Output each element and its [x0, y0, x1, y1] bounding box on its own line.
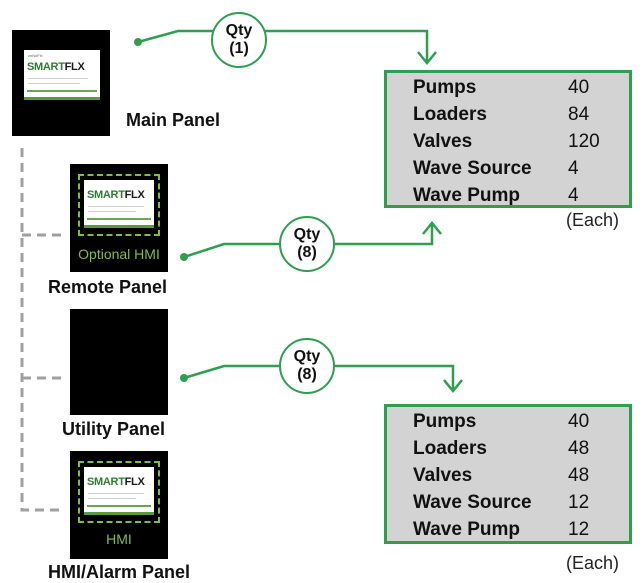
spec-row: Loaders 84	[413, 104, 589, 126]
spec-row: Loaders 48	[413, 438, 589, 460]
spec-name: Wave Source	[413, 158, 532, 179]
qty-value: (8)	[297, 366, 317, 383]
utility-panel	[70, 309, 168, 415]
spec-name: Wave Pump	[413, 185, 520, 206]
hmi-alarm-panel: SMARTFLX HMI	[70, 451, 168, 559]
remote-panel-label: Remote Panel	[48, 277, 168, 297]
each-note: (Each)	[566, 210, 620, 230]
spec-box-utility-hmi: Pumps 40 Loaders 48 Valves 48 Wave Source 12…	[384, 404, 632, 544]
spec-row: Pumps 40	[413, 411, 589, 433]
main-panel-screen: cnNdFlx SMARTFLX	[24, 50, 100, 100]
qty-value: (8)	[297, 244, 317, 261]
remote-panel: SMARTFLX Optional HMI	[70, 164, 168, 272]
qty-word: Qty	[225, 22, 253, 39]
smartflx-logo: SMARTFLX	[27, 61, 85, 73]
spec-row: Valves 120	[413, 131, 600, 153]
arrow-down-icon	[417, 51, 437, 65]
hmi-alarm-panel-label: HMI/Alarm Panel	[48, 562, 191, 582]
arrow-down-icon	[443, 379, 463, 393]
dashed-trunk	[20, 148, 64, 512]
spec-value: 48	[568, 465, 590, 486]
spec-name: Pumps	[413, 411, 477, 432]
main-panel: cnNdFlx SMARTFLX	[12, 30, 110, 136]
spec-row: Pumps 40	[413, 77, 589, 99]
screen-brand-mini: cnNdFlx	[28, 53, 43, 58]
spec-value: 40	[568, 411, 590, 432]
optional-hmi-caption: Optional HMI	[78, 246, 160, 262]
qty-word: Qty	[293, 226, 321, 243]
spec-name: Valves	[413, 465, 473, 486]
spec-name: Loaders	[413, 438, 487, 459]
hmi-dashed-frame	[78, 174, 160, 236]
connector-main	[137, 29, 429, 62]
hmi-caption: HMI	[106, 531, 132, 547]
spec-value: 4	[568, 185, 579, 206]
spec-row: Wave Pump 4	[413, 185, 579, 207]
smartflx-logo: SMARTFLX	[87, 189, 145, 201]
spec-value: 120	[568, 131, 600, 152]
connector-utility	[183, 364, 455, 390]
spec-row: Wave Source 4	[413, 158, 579, 180]
qty-circle-remote: Qty (8)	[279, 216, 335, 272]
smartflx-logo: SMARTFLX	[87, 476, 145, 488]
connector-dot-remote	[180, 253, 188, 261]
each-note: (Each)	[566, 553, 620, 573]
spec-value: 48	[568, 438, 590, 459]
spec-value: 4	[568, 158, 579, 179]
connector-dot-main	[134, 38, 142, 46]
qty-word: Qty	[293, 348, 321, 365]
connector-dot-utility	[180, 374, 188, 382]
spec-name: Wave Source	[413, 492, 532, 513]
hmi-dashed-frame	[78, 461, 160, 523]
spec-row: Wave Source 12	[413, 492, 589, 514]
qty-circle-utility: Qty (8)	[279, 338, 335, 394]
arrow-up-icon	[422, 221, 442, 235]
qty-circle-main: Qty (1)	[211, 12, 267, 68]
spec-box-main-remote: Pumps 40 Loaders 84 Valves 120 Wave Source 4…	[384, 70, 632, 208]
spec-value: 84	[568, 104, 590, 125]
spec-name: Wave Pump	[413, 519, 520, 540]
spec-row: Wave Pump 12	[413, 519, 589, 541]
spec-row: Valves 48	[413, 465, 589, 487]
spec-name: Pumps	[413, 77, 477, 98]
main-panel-label: Main Panel	[126, 110, 221, 130]
qty-value: (1)	[229, 40, 249, 57]
spec-value: 40	[568, 77, 590, 98]
utility-panel-label: Utility Panel	[62, 419, 166, 439]
spec-name: Valves	[413, 131, 473, 152]
spec-value: 12	[568, 492, 590, 513]
spec-name: Loaders	[413, 104, 487, 125]
hmi-panel-screen: SMARTFLX	[84, 467, 154, 515]
spec-value: 12	[568, 519, 590, 540]
remote-panel-screen: SMARTFLX	[84, 180, 154, 228]
